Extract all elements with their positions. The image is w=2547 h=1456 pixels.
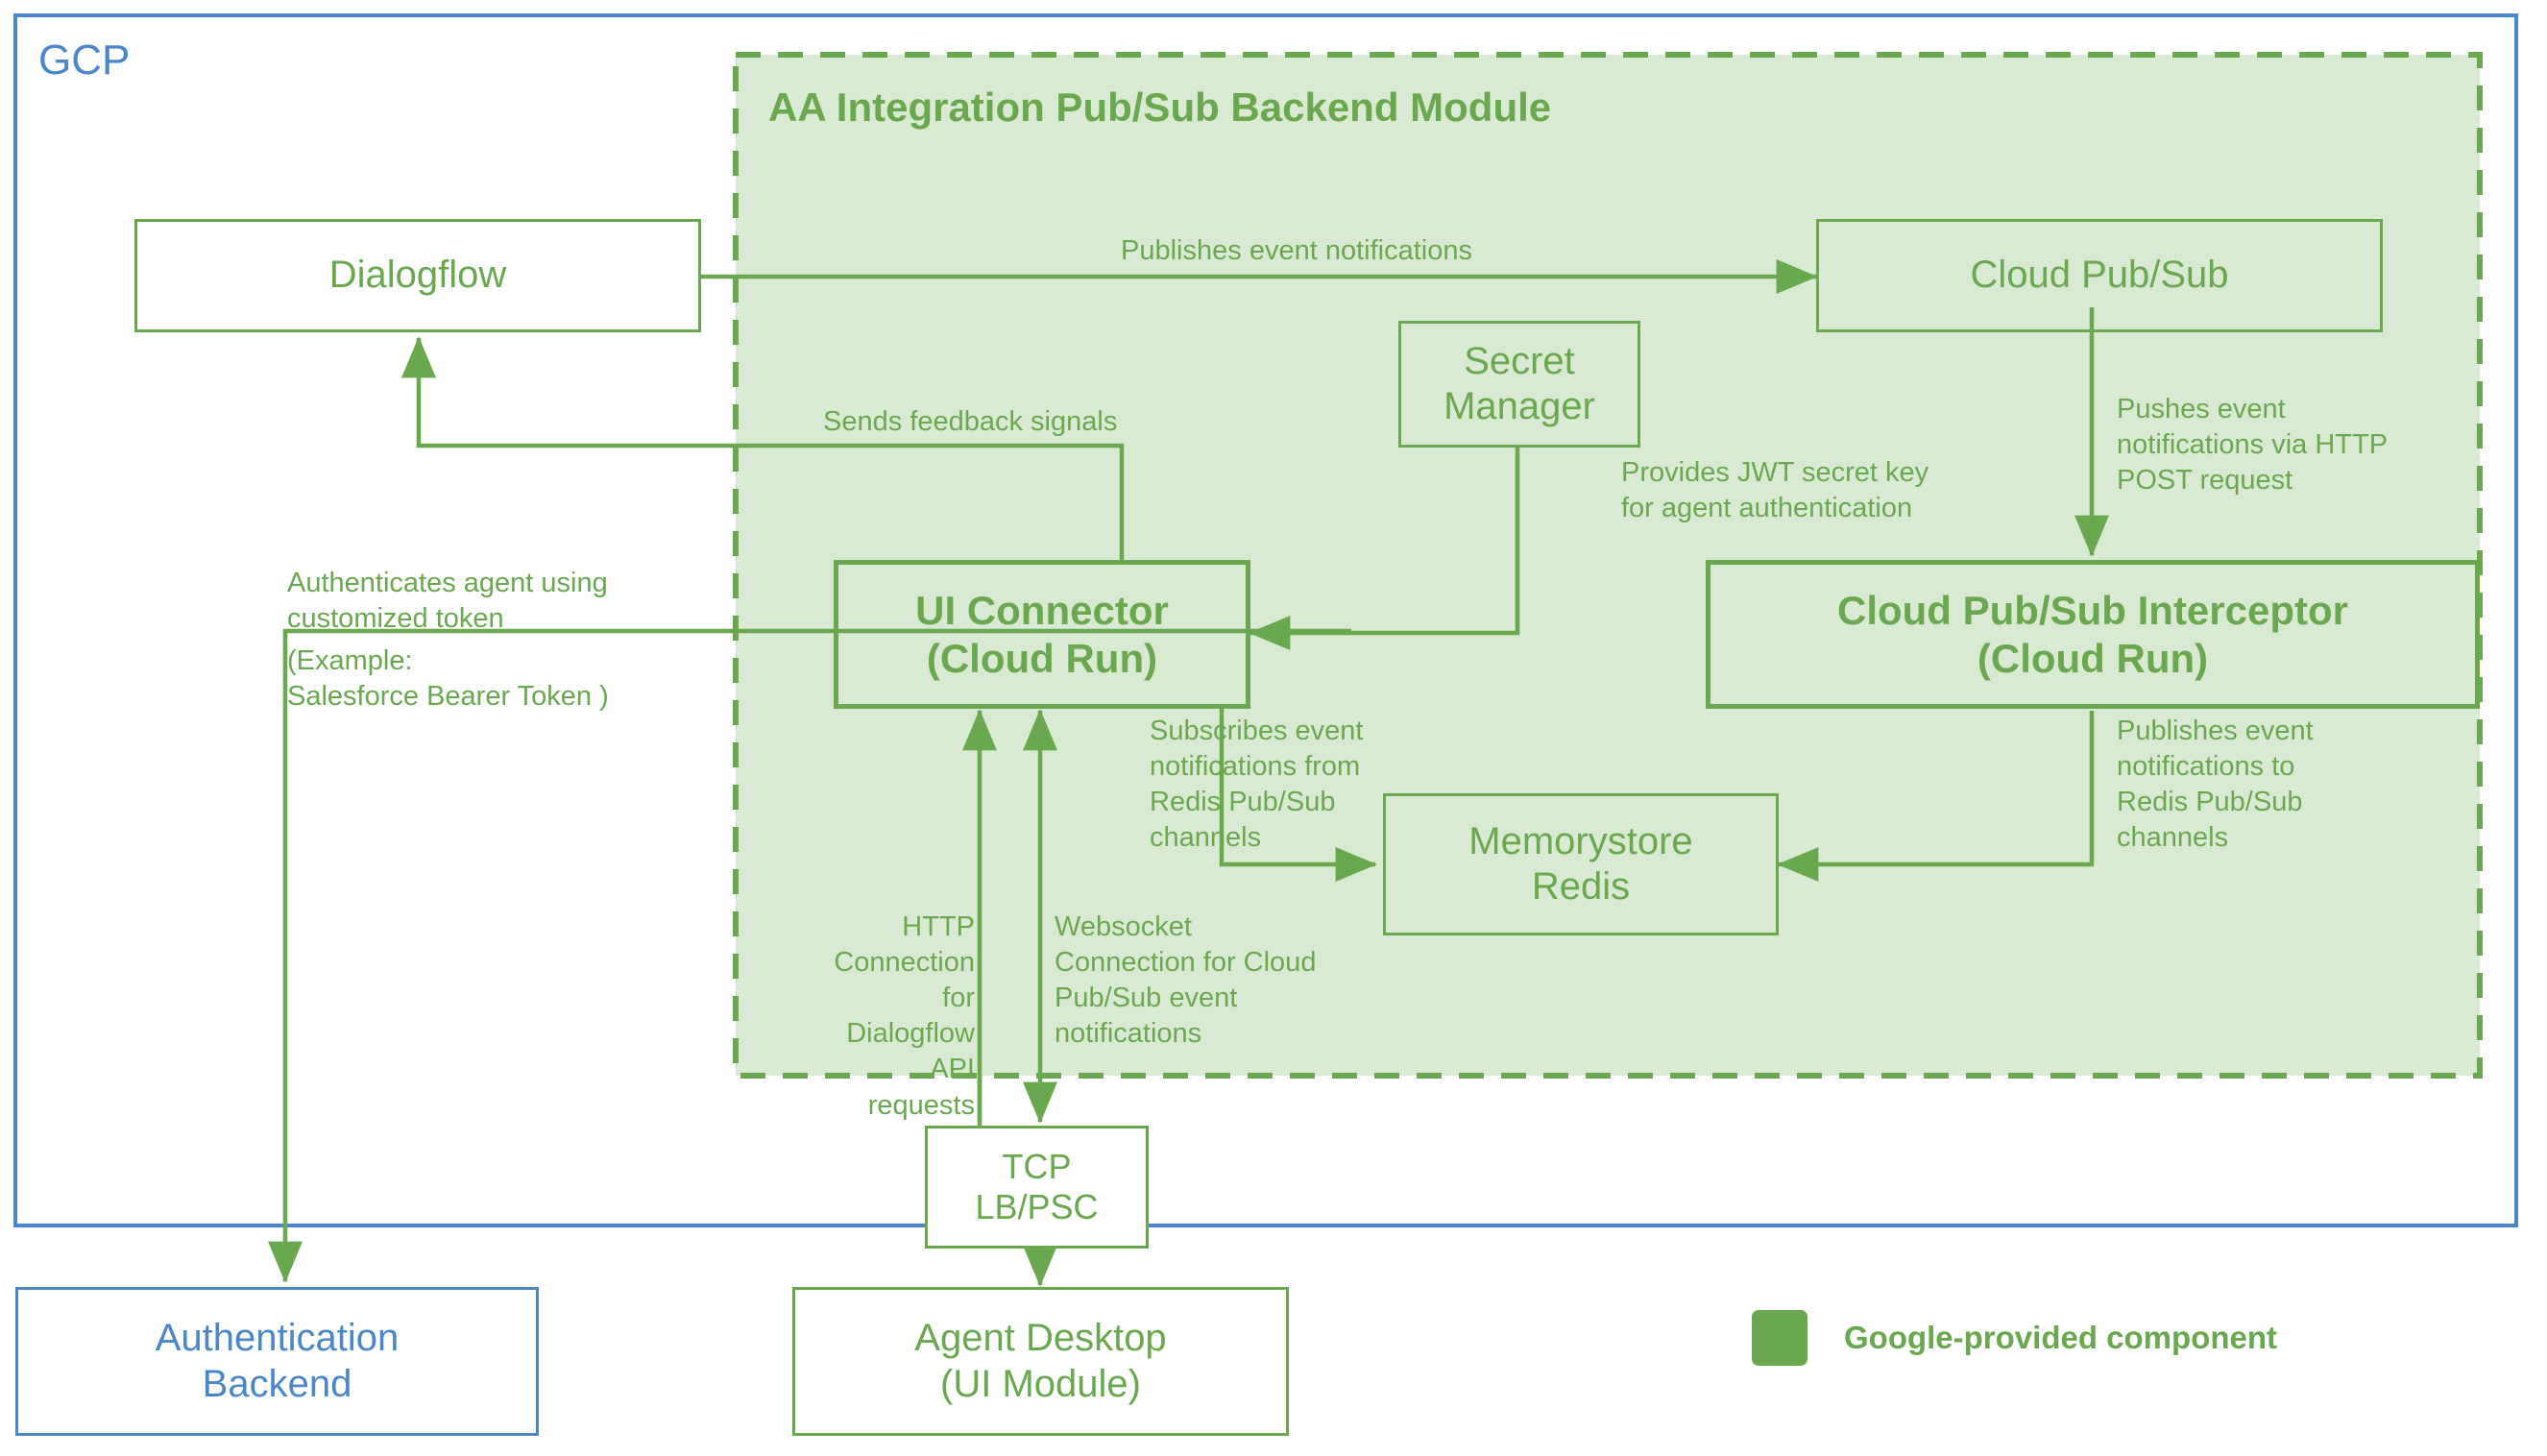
node-authentication-backend[interactable]: Authentication Backend xyxy=(15,1287,539,1436)
node-ui-connector[interactable]: UI Connector (Cloud Run) xyxy=(834,560,1250,709)
edge-label-pushes-event-http-post: Pushes event notifications via HTTP POST… xyxy=(2117,394,2389,497)
gcp-zone-label: GCP xyxy=(38,36,131,84)
legend-swatch-google-component xyxy=(1752,1310,1807,1366)
edge-label-authenticates-agent-example: (Example: Salesforce Bearer Token ) xyxy=(287,645,609,713)
legend-label-google-component: Google-provided component xyxy=(1844,1320,2277,1355)
node-cloud-pubsub-interceptor[interactable]: Cloud Pub/Sub Interceptor (Cloud Run) xyxy=(1706,560,2480,709)
edge-label-http-dialogflow-api: HTTP Connection for Dialogflow API reque… xyxy=(834,911,975,1121)
module-title: AA Integration Pub/Sub Backend Module xyxy=(768,85,1552,130)
edge-label-authenticates-agent: Authenticates agent using customized tok… xyxy=(287,568,608,635)
node-dialogflow[interactable]: Dialogflow xyxy=(134,219,701,332)
module-zone-boundary xyxy=(733,52,2483,1079)
edge-uiconnector-to-dialogflow xyxy=(401,336,1125,560)
edge-label-sends-feedback-signals: Sends feedback signals xyxy=(823,406,1118,437)
edge-uiconnector-to-auth-backend xyxy=(268,628,1351,1283)
node-cloud-pubsub[interactable]: Cloud Pub/Sub xyxy=(1816,219,2383,332)
edge-label-provides-jwt-secret: Provides JWT secret key for agent authen… xyxy=(1621,457,1929,524)
edge-uiconnector-to-redis xyxy=(1219,709,1377,882)
edge-interceptor-to-redis xyxy=(1777,711,2095,882)
edge-label-publishes-event-notifications: Publishes event notifications xyxy=(1121,235,1472,266)
edge-secretmanager-to-uiconnector xyxy=(1249,448,1520,650)
edge-label-publishes-redis-channels: Publishes event notifications to Redis P… xyxy=(2117,716,2314,854)
node-tcp-lb-psc[interactable]: TCP LB/PSC xyxy=(925,1126,1149,1249)
gcp-zone-boundary xyxy=(13,13,2518,1227)
node-memorystore-redis[interactable]: Memorystore Redis xyxy=(1383,793,1779,935)
node-secret-manager[interactable]: Secret Manager xyxy=(1398,321,1640,448)
edge-label-websocket-pubsub: Websocket Connection for Cloud Pub/Sub e… xyxy=(1055,911,1317,1050)
node-agent-desktop[interactable]: Agent Desktop (UI Module) xyxy=(792,1287,1289,1436)
edge-label-subscribes-redis-channels: Subscribes event notifications from Redi… xyxy=(1150,716,1364,854)
